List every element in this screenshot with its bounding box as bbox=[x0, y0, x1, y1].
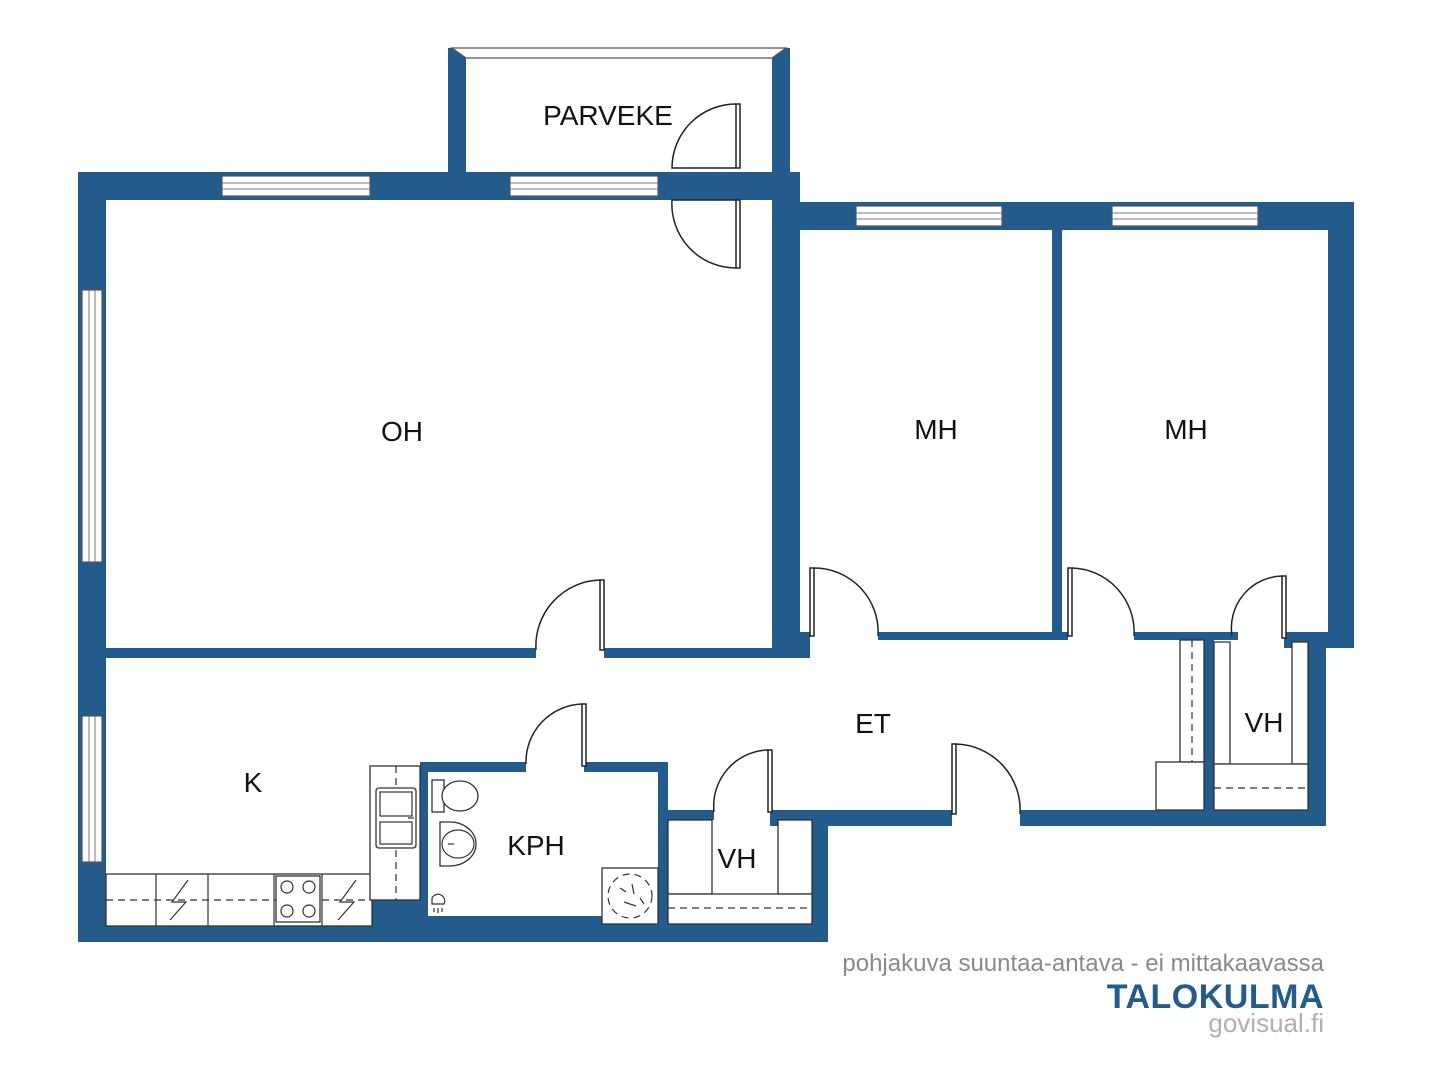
toilet-icon bbox=[431, 779, 479, 813]
window-oh-north-1 bbox=[221, 175, 371, 197]
wall-mh1-stub bbox=[800, 632, 810, 658]
room-label-vh-1: VH bbox=[718, 843, 757, 874]
room-label-oh: OH bbox=[381, 416, 423, 447]
credit-text: govisual.fi bbox=[1208, 1008, 1324, 1038]
wall-south-hall-east bbox=[1020, 810, 1326, 826]
windows bbox=[81, 47, 1259, 863]
fixtures bbox=[105, 639, 1309, 927]
wall-balcony-east bbox=[772, 48, 790, 176]
room-label-vh-2: VH bbox=[1245, 707, 1284, 738]
closet-hall bbox=[1155, 639, 1205, 811]
window-k-west bbox=[81, 715, 103, 863]
room-labels: PARVEKE OH MH MH ET K KPH VH VH bbox=[244, 100, 1284, 874]
wall-east-hall bbox=[1308, 640, 1326, 826]
wall-vh1-east bbox=[812, 810, 828, 942]
door-vh1 bbox=[712, 749, 773, 813]
wall-mh-mh bbox=[1052, 228, 1062, 638]
wall-east-mh bbox=[1328, 202, 1354, 648]
wall-kph-north-b bbox=[584, 762, 668, 772]
wall-oh-k bbox=[106, 648, 536, 658]
wall-oh-et bbox=[604, 648, 800, 658]
wall-kph-east bbox=[658, 762, 668, 942]
room-label-kph: KPH bbox=[507, 830, 565, 861]
room-label-mh-2: MH bbox=[1164, 414, 1208, 445]
door-mh2 bbox=[1067, 567, 1135, 637]
disclaimer-text: pohjakuva suuntaa-antava - ei mittakaava… bbox=[842, 950, 1324, 977]
wall-kph-north-a bbox=[420, 762, 526, 772]
door-entrance bbox=[951, 743, 1021, 815]
doors bbox=[525, 103, 1287, 815]
wall-kitchen-stub bbox=[370, 900, 422, 924]
wall-vh1-north bbox=[666, 810, 714, 820]
wall-mh2-south-a bbox=[1134, 632, 1238, 640]
window-mh1-north bbox=[855, 205, 1003, 227]
stove-icon bbox=[275, 875, 321, 923]
electric-outlet-icon bbox=[169, 879, 189, 921]
window-mh2-north bbox=[1111, 205, 1259, 227]
electric-outlet-icon bbox=[337, 879, 357, 921]
washbasin-icon bbox=[439, 821, 477, 867]
door-vh2 bbox=[1230, 575, 1287, 639]
wall-north-oh bbox=[78, 172, 800, 200]
balcony-door bbox=[671, 103, 741, 269]
door-mh1 bbox=[809, 567, 879, 637]
washing-machine-icon bbox=[601, 867, 659, 925]
room-label-et: ET bbox=[855, 708, 891, 739]
wall-vh2-west bbox=[1204, 640, 1214, 810]
sink-icon bbox=[375, 787, 417, 849]
window-balcony bbox=[450, 47, 788, 59]
closet-vh2 bbox=[1213, 641, 1309, 811]
window-oh-west bbox=[81, 289, 103, 563]
wall-oh-east bbox=[772, 172, 800, 658]
door-oh-k bbox=[535, 579, 605, 651]
wall-balcony-west bbox=[448, 48, 466, 176]
closet-vh1 bbox=[667, 819, 813, 925]
wall-mh1-south bbox=[878, 632, 1068, 640]
window-oh-north-2 bbox=[509, 175, 659, 197]
shower-icon bbox=[431, 893, 446, 913]
room-label-parveke: PARVEKE bbox=[543, 100, 673, 131]
brand-logo-text: TALOKULMA bbox=[1106, 978, 1324, 1016]
room-label-mh-1: MH bbox=[914, 414, 958, 445]
door-kph bbox=[525, 703, 587, 767]
wall-kph-west bbox=[420, 762, 428, 942]
room-label-k: K bbox=[244, 767, 263, 798]
